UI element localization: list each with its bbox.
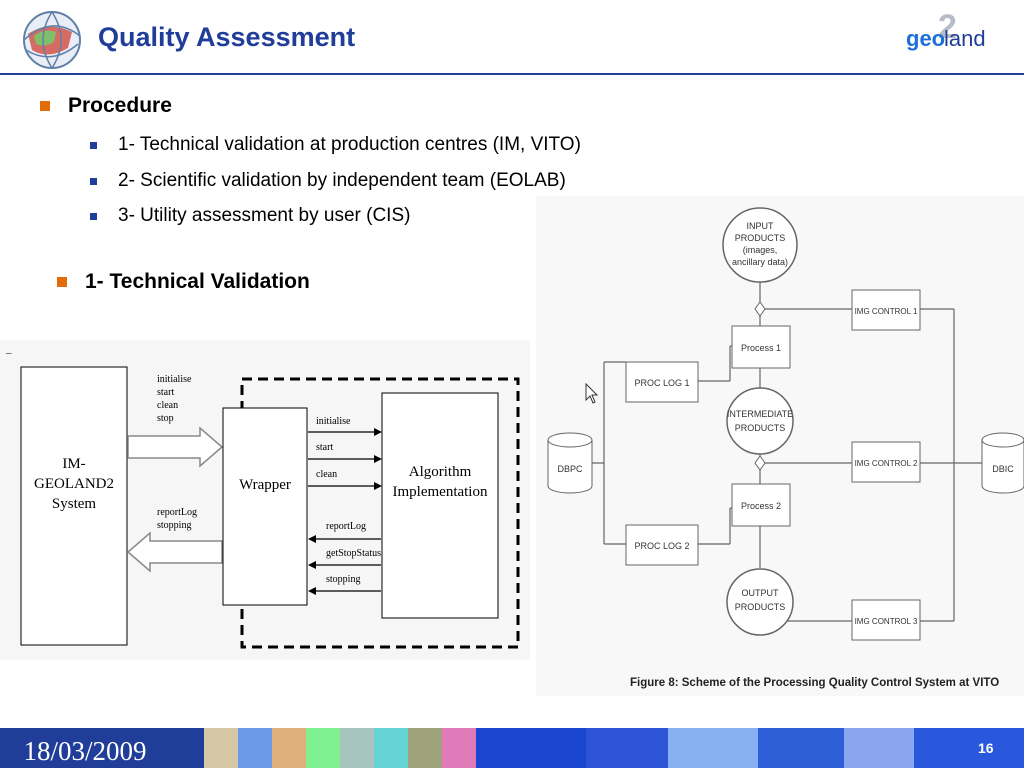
img-control-1-label: IMG CONTROL 1 xyxy=(855,307,918,316)
bullet-blue-icon xyxy=(90,142,97,149)
slide-title: Quality Assessment xyxy=(98,22,356,52)
algorithm-box xyxy=(381,392,499,619)
img-control-3-label: IMG CONTROL 3 xyxy=(855,617,918,626)
brand-number: 2 xyxy=(938,8,957,46)
bullet-blue-icon xyxy=(90,178,97,185)
input-label-3: (images, xyxy=(743,245,778,255)
footer-color-block xyxy=(408,728,442,768)
mouse-cursor-icon xyxy=(585,382,599,404)
bullet-blue-icon xyxy=(90,213,97,220)
footer-color-block xyxy=(238,728,272,768)
footer-color-block xyxy=(914,728,1024,768)
footer-color-block xyxy=(476,728,586,768)
junction-diamond-1 xyxy=(754,301,766,317)
bullet-orange-icon xyxy=(57,277,67,287)
output-label-1: OUTPUT xyxy=(742,588,780,598)
heading-technical-validation: 1- Technical Validation xyxy=(85,270,310,293)
input-label-2: PRODUCTS xyxy=(735,233,786,243)
system-label-2: GEOLAND2 xyxy=(34,476,114,492)
procedure-item-3: 3- Utility assessment by user (CIS) xyxy=(118,205,411,226)
system-label-3: System xyxy=(52,496,97,512)
cmd-reportlog: reportLog xyxy=(157,507,197,518)
dbpc-cylinder xyxy=(547,432,593,494)
footer-color-block xyxy=(306,728,340,768)
cmd-stop: stop xyxy=(157,413,174,424)
quality-control-scheme: INPUT PRODUCTS (images, ancillary data) … xyxy=(536,196,1024,696)
process-2-label: Process 2 xyxy=(741,501,781,511)
geoland-logo: 2 geo land xyxy=(906,8,1016,58)
footer-color-block xyxy=(374,728,408,768)
footer-color-block xyxy=(272,728,306,768)
algo-stopping: stopping xyxy=(326,574,360,585)
intermediate-products-circle xyxy=(726,387,794,455)
input-label-4: ancillary data) xyxy=(732,257,788,267)
img-control-2-box xyxy=(851,441,921,483)
wrapper-diagram: – IM- GEOLAND2 System initialise start c… xyxy=(0,340,530,660)
figure-caption: Figure 8: Scheme of the Processing Quali… xyxy=(630,677,999,689)
process-1-label: Process 1 xyxy=(741,343,781,353)
wrapper-initialise: initialise xyxy=(316,416,351,427)
dbic-label: DBIC xyxy=(992,464,1014,474)
brand-geo: geo xyxy=(906,26,946,51)
proc-log-2-label: PROC LOG 2 xyxy=(634,541,689,551)
process-2-box xyxy=(731,483,791,527)
globe-logo xyxy=(4,4,88,75)
procedure-item-1: 1- Technical validation at production ce… xyxy=(118,134,581,155)
dbic-cylinder xyxy=(981,432,1024,494)
proc-log-1-label: PROC LOG 1 xyxy=(634,378,689,388)
intermediate-label-1: INTERMEDIATE xyxy=(727,409,793,419)
output-products-circle xyxy=(726,568,794,636)
proc-log-2-box xyxy=(625,524,699,566)
footer-color-block xyxy=(844,728,914,768)
algorithm-label-2: Implementation xyxy=(393,484,488,500)
footer-color-block xyxy=(586,728,668,768)
footer-color-block xyxy=(442,728,476,768)
cmd-initialise: initialise xyxy=(157,374,192,385)
page-number: 16 xyxy=(978,740,994,756)
cmd-start: start xyxy=(157,387,174,398)
footer-color-block xyxy=(340,728,374,768)
img-control-1-box xyxy=(851,289,921,331)
title-rule xyxy=(0,73,1024,75)
footer-color-block xyxy=(668,728,758,768)
algo-reportlog: reportLog xyxy=(326,521,366,532)
system-label-1: IM- xyxy=(62,456,85,472)
cmd-clean: clean xyxy=(157,400,178,411)
intermediate-label-2: PRODUCTS xyxy=(735,423,786,433)
wrapper-label: Wrapper xyxy=(239,477,291,493)
geoland-system-box xyxy=(20,366,128,646)
footer-color-block xyxy=(758,728,844,768)
wrapper-clean: clean xyxy=(316,469,337,480)
cmd-stopping: stopping xyxy=(157,520,191,531)
brand-land: land xyxy=(944,26,986,51)
img-control-3-box xyxy=(851,599,921,641)
process-1-box xyxy=(731,325,791,369)
input-label-1: INPUT xyxy=(747,221,775,231)
wrapper-box xyxy=(222,407,308,606)
algorithm-label-1: Algorithm xyxy=(409,464,472,480)
input-products-circle xyxy=(722,207,798,283)
status-arrow-left xyxy=(126,531,223,573)
img-control-2-label: IMG CONTROL 2 xyxy=(855,459,918,468)
junction-diamond-2 xyxy=(754,455,766,471)
heading-procedure: Procedure xyxy=(68,94,172,117)
dash-mark: – xyxy=(5,347,12,359)
algo-getstopstatus: getStopStatus xyxy=(326,548,381,559)
procedure-item-2: 2- Scientific validation by independent … xyxy=(118,170,566,191)
command-arrow-right xyxy=(127,426,224,468)
output-label-2: PRODUCTS xyxy=(735,602,786,612)
wrapper-start: start xyxy=(316,442,333,453)
footer-date: 18/03/2009 xyxy=(6,734,164,768)
footer-color-block xyxy=(204,728,238,768)
dbpc-label: DBPC xyxy=(557,464,583,474)
proc-log-1-box xyxy=(625,361,699,403)
bullet-orange-icon xyxy=(40,101,50,111)
